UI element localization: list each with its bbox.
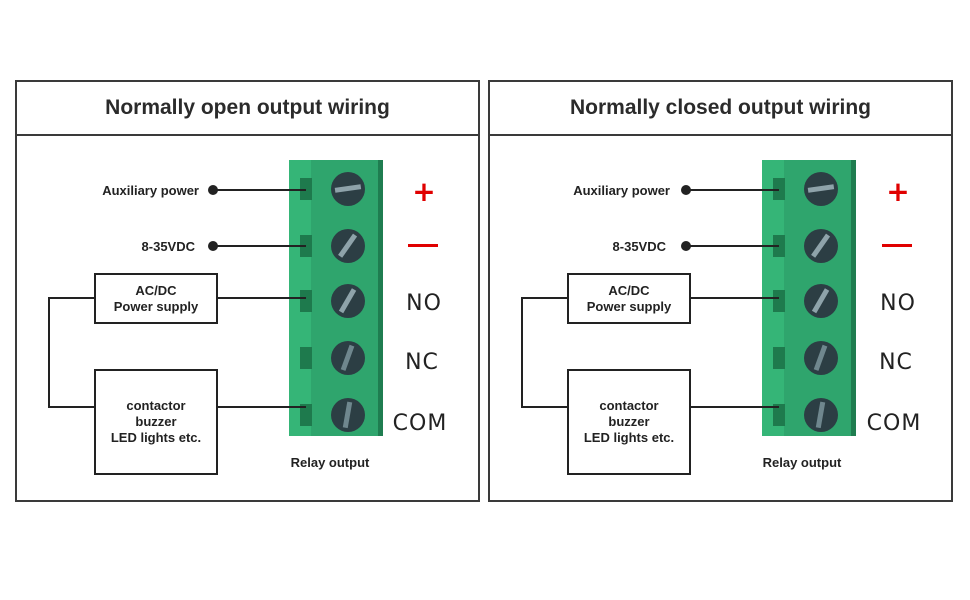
connection-dot bbox=[681, 241, 691, 251]
terminal-com bbox=[773, 398, 838, 432]
terminal-slot bbox=[300, 404, 312, 426]
load-label-line3: LED lights etc. bbox=[584, 430, 674, 445]
voltage-label: 8-35VDC bbox=[142, 239, 196, 254]
wiring-diagram: Auxiliary power 8-35VDC AC/DC Power supp… bbox=[17, 134, 478, 500]
wiring-diagram: Auxiliary power 8-35VDC AC/DC Power supp… bbox=[490, 134, 951, 500]
relay-output-label: Relay output bbox=[291, 455, 370, 470]
wire-psu-to-load bbox=[48, 297, 95, 408]
load-label-line1: contactor bbox=[599, 398, 658, 413]
terminal-slot bbox=[773, 347, 785, 369]
panel-title: Normally closed output wiring bbox=[490, 82, 951, 136]
panel-title: Normally open output wiring bbox=[17, 82, 478, 136]
terminal-com bbox=[300, 398, 365, 432]
terminal-nc bbox=[300, 341, 365, 375]
screw-slot bbox=[342, 401, 353, 429]
wire-psu-to-load bbox=[521, 297, 568, 408]
terminal-label-com: COM bbox=[867, 411, 922, 436]
terminal-no bbox=[300, 284, 365, 318]
psu-label-line2: Power supply bbox=[114, 299, 199, 314]
terminal-slot bbox=[300, 290, 312, 312]
minus-sign bbox=[408, 244, 438, 247]
terminal-plus bbox=[773, 172, 838, 206]
terminal-label-com: COM bbox=[393, 411, 448, 436]
diagram-svg: Auxiliary power 8-35VDC AC/DC Power supp… bbox=[48, 160, 448, 475]
terminal-slot bbox=[773, 404, 785, 426]
load-box bbox=[94, 369, 218, 475]
power-supply-box bbox=[567, 273, 691, 324]
aux-power-label: Auxiliary power bbox=[102, 183, 199, 198]
terminal-label-no: NO bbox=[406, 291, 442, 316]
power-supply-box bbox=[94, 273, 218, 324]
panel-normally-closed: Normally closed output wiring bbox=[488, 80, 953, 502]
panel-normally-open: Normally open output wiring bbox=[15, 80, 480, 502]
screw-slot bbox=[813, 344, 828, 371]
terminal-block-shadow bbox=[378, 160, 383, 436]
plus-sign: + bbox=[412, 175, 435, 208]
connection-dot bbox=[681, 185, 691, 195]
load-label-line1: contactor bbox=[126, 398, 185, 413]
psu-label-line1: AC/DC bbox=[135, 283, 177, 298]
terminal-block-shadow bbox=[851, 160, 856, 436]
screw-slot bbox=[338, 233, 358, 258]
terminal-no bbox=[773, 284, 838, 318]
terminal-slot bbox=[300, 347, 312, 369]
psu-label-line2: Power supply bbox=[587, 299, 672, 314]
minus-sign bbox=[882, 244, 912, 247]
terminal-minus bbox=[300, 229, 365, 263]
diagram-svg: Auxiliary power 8-35VDC AC/DC Power supp… bbox=[521, 160, 922, 475]
aux-power-label: Auxiliary power bbox=[573, 183, 670, 198]
load-label-line2: buzzer bbox=[608, 414, 649, 429]
terminal-slot bbox=[773, 290, 785, 312]
load-box bbox=[567, 369, 691, 475]
relay-output-label: Relay output bbox=[763, 455, 842, 470]
screw-slot bbox=[334, 184, 362, 193]
screw-slot bbox=[807, 184, 835, 193]
terminal-label-nc: NC bbox=[879, 350, 913, 375]
terminal-minus bbox=[773, 229, 838, 263]
psu-label-line1: AC/DC bbox=[608, 283, 650, 298]
connection-dot bbox=[208, 185, 218, 195]
screw-slot bbox=[811, 233, 831, 258]
load-label-line3: LED lights etc. bbox=[111, 430, 201, 445]
terminal-nc bbox=[773, 341, 838, 375]
voltage-label: 8-35VDC bbox=[613, 239, 667, 254]
screw-slot bbox=[340, 344, 355, 371]
terminal-label-nc: NC bbox=[405, 350, 439, 375]
connection-dot bbox=[208, 241, 218, 251]
screw-slot bbox=[338, 288, 357, 314]
load-label-line2: buzzer bbox=[135, 414, 176, 429]
terminal-label-no: NO bbox=[880, 291, 916, 316]
screw-slot bbox=[815, 401, 826, 429]
wires bbox=[48, 189, 306, 408]
plus-sign: + bbox=[886, 175, 909, 208]
wires bbox=[521, 189, 779, 408]
screw-slot bbox=[811, 288, 830, 314]
